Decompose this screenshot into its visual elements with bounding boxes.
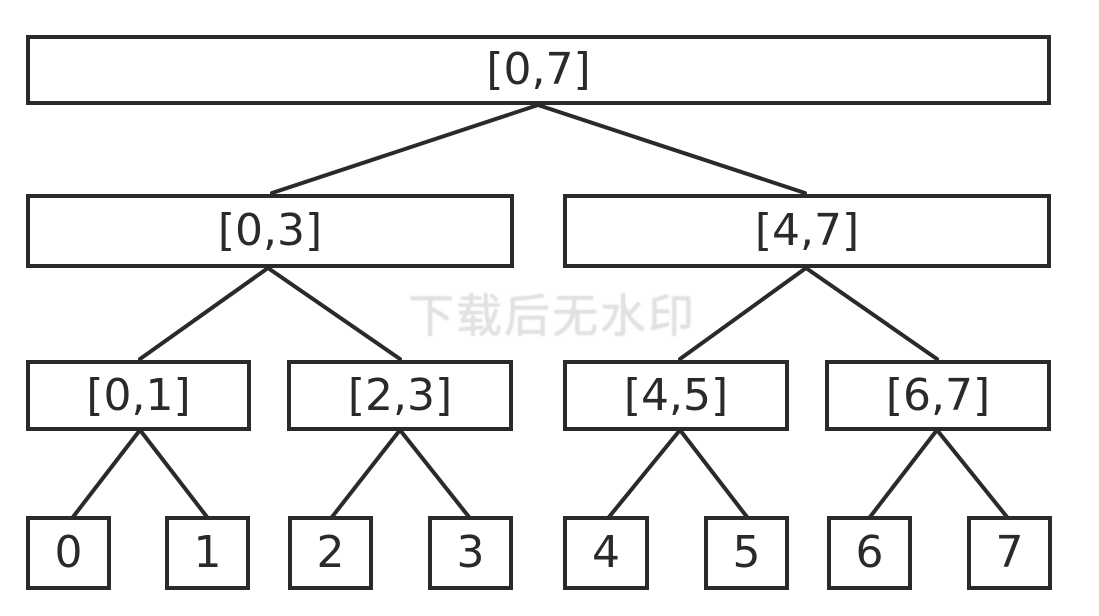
node-root: [0,7] [26,35,1051,105]
leaf-3: 3 [428,516,513,590]
leaf-1-label: 1 [193,527,222,578]
edge-4-7-right [804,266,939,361]
node-root-label: [0,7] [486,44,591,95]
node-level1-right-label: [4,7] [754,205,860,256]
leaf-2-label: 2 [316,527,345,578]
node-level2-1-label: [2,3] [347,369,453,421]
node-level2-0: [0,1] [26,360,251,431]
leaf-3-label: 3 [456,527,485,578]
edge-4-5-left [607,428,682,519]
edge-root-left [270,103,540,195]
leaf-0: 0 [26,516,111,590]
leaf-6: 6 [827,516,912,590]
edge-6-7-right [935,428,1009,519]
leaf-6-label: 6 [855,527,884,578]
leaf-0-label: 0 [54,527,83,578]
edge-6-7-left [868,428,939,519]
edge-0-3-right [266,266,402,361]
leaf-5-label: 5 [732,527,761,578]
edge-0-1-left [71,428,142,519]
leaf-7: 7 [967,516,1052,590]
leaf-1: 1 [165,516,250,590]
edge-4-5-right [678,428,749,519]
node-level1-right: [4,7] [563,194,1051,268]
leaf-7-label: 7 [995,527,1024,578]
leaf-5: 5 [704,516,789,590]
node-level2-3-label: [6,7] [885,369,991,421]
edge-0-1-right [138,428,209,519]
edge-0-3-left [138,266,270,361]
leaf-4: 4 [563,516,649,590]
leaf-4-label: 4 [592,527,620,578]
node-level2-2: [4,5] [563,360,789,431]
node-level2-0-label: [0,1] [86,369,191,421]
node-level2-3: [6,7] [825,360,1051,431]
leaf-2: 2 [288,516,373,590]
edge-root-right [536,103,807,195]
edge-2-3-right [398,428,471,519]
edge-2-3-left [330,428,402,519]
node-level1-left: [0,3] [26,194,514,268]
node-level1-left-label: [0,3] [217,205,323,256]
node-level2-2-label: [4,5] [623,369,729,421]
node-level2-1: [2,3] [287,360,513,431]
edge-4-7-left [678,266,808,361]
